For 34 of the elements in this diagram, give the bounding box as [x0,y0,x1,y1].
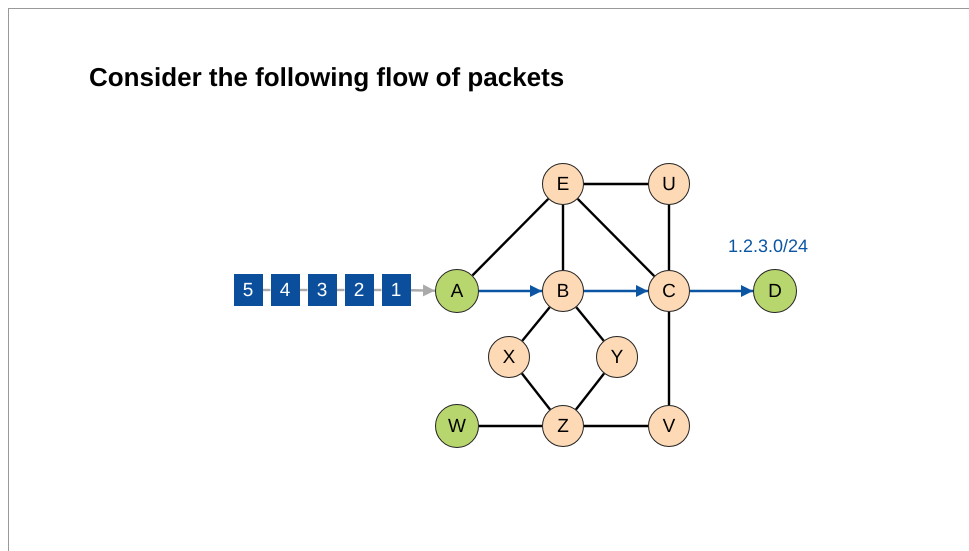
host-node: D [753,269,797,313]
packet-box: 4 [270,274,300,306]
router-node: Y [596,336,638,378]
slide-title: Consider the following flow of packets [89,62,564,93]
link-line [575,306,605,342]
router-node: E [542,163,584,205]
link-line [479,424,542,428]
packet-box: 3 [308,274,336,306]
router-node: B [542,270,584,312]
link-line [668,312,670,405]
subnet-label: 1.2.3.0/24 [728,236,808,257]
link-line [576,198,656,277]
arrow [690,285,753,297]
router-node: Z [542,405,584,447]
packet-box: 2 [344,274,374,306]
link-line [562,205,564,270]
link-line [668,205,670,270]
router-node: U [648,163,690,205]
router-node: V [648,405,690,447]
router-node: X [488,336,530,378]
arrow [584,285,648,297]
host-node: W [435,404,479,448]
router-node: C [648,270,690,312]
arrow [410,284,436,296]
link-line [575,372,605,410]
link-line [472,198,550,276]
link-line [521,306,551,342]
host-node: A [435,269,479,313]
arrow [479,285,542,297]
link-line [521,372,551,410]
link-line [584,424,648,428]
packet-box: 5 [234,274,262,306]
packet-box: 1 [382,274,410,306]
link-line [584,182,648,186]
